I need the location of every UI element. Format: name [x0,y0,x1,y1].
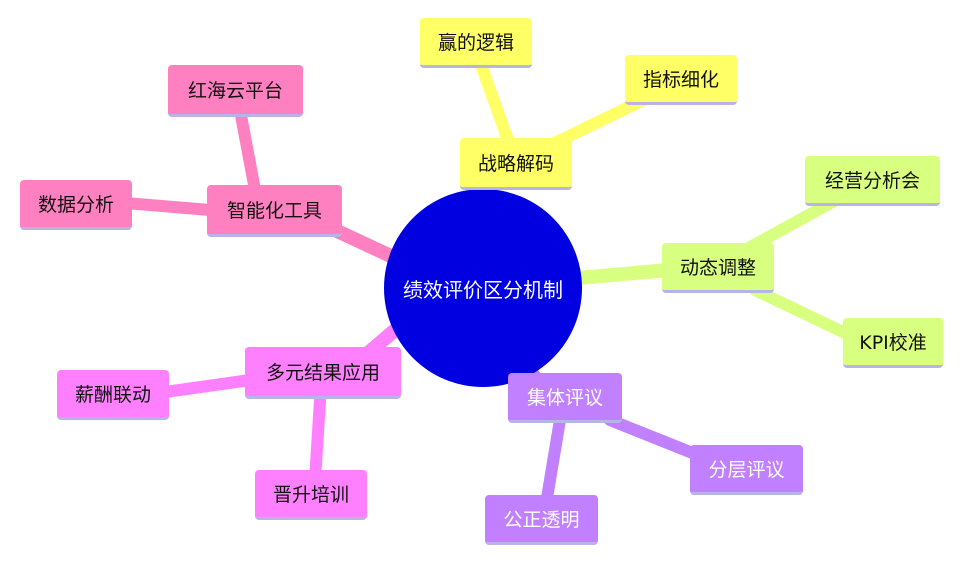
leaf-node-win-logic[interactable]: 赢的逻辑 [420,18,532,68]
leaf-node-data-analysis[interactable]: 数据分析 [20,180,132,230]
link-tools-data [119,197,216,216]
leaf-node-salary-linkage[interactable]: 薪酬联动 [57,370,169,420]
branch-node-dynamic[interactable]: 动态调整 [662,243,774,293]
link-center-dynamic [571,263,675,285]
link-strategy-win-logic [474,56,514,146]
leaf-node-fairness-transparency[interactable]: 公正透明 [485,495,598,545]
link-center-tools [328,223,402,265]
branch-node-result-application[interactable]: 多元结果应用 [245,347,401,399]
link-apply-promotion [309,394,326,486]
link-apply-salary [159,374,256,398]
leaf-node-layered-review[interactable]: 分层评议 [690,445,803,495]
leaf-node-promotion-training[interactable]: 晋升培训 [255,470,367,520]
branch-node-strategy[interactable]: 战略解码 [460,138,572,190]
center-node[interactable]: 绩效评价区分机制 [384,189,582,387]
leaf-node-business-meeting[interactable]: 经营分析会 [805,156,940,206]
leaf-node-indicator-refinement[interactable]: 指标细化 [625,55,737,105]
link-tools-platform [234,104,261,196]
branch-node-review[interactable]: 集体评议 [508,373,622,423]
branch-node-smart-tools[interactable]: 智能化工具 [207,185,342,237]
leaf-node-kpi-calibration[interactable]: KPI校准 [843,318,943,368]
leaf-node-redsea-platform[interactable]: 红海云平台 [168,65,303,117]
